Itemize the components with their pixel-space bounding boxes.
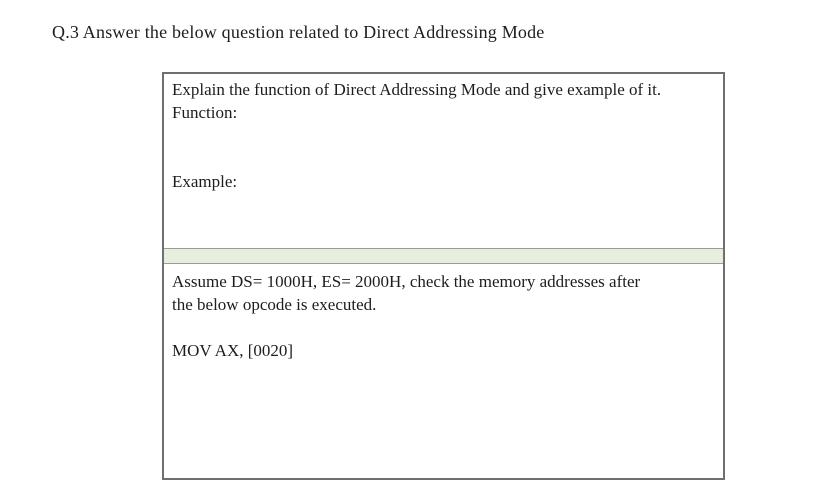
answer-table: Explain the function of Direct Addressin… xyxy=(162,72,725,480)
section-memory-addresses: Assume DS= 1000H, ES= 2000H, check the m… xyxy=(164,264,723,478)
question-title: Q.3 Answer the below question related to… xyxy=(52,22,545,42)
example-answer-space[interactable] xyxy=(172,193,713,239)
function-answer-space[interactable] xyxy=(172,124,713,170)
opcode-spacer xyxy=(172,316,713,339)
separator-row xyxy=(164,248,723,264)
section1-prompt: Explain the function of Direct Addressin… xyxy=(172,80,662,99)
memory-answer-space[interactable] xyxy=(172,362,713,408)
opcode-text: MOV AX, [0020] xyxy=(172,341,294,360)
section2-prompt-line2: the below opcode is executed. xyxy=(172,295,377,314)
example-label: Example: xyxy=(172,172,238,191)
function-label: Function: xyxy=(172,103,238,122)
section2-prompt-line1: Assume DS= 1000H, ES= 2000H, check the m… xyxy=(172,272,641,291)
section-function-example: Explain the function of Direct Addressin… xyxy=(164,74,723,248)
